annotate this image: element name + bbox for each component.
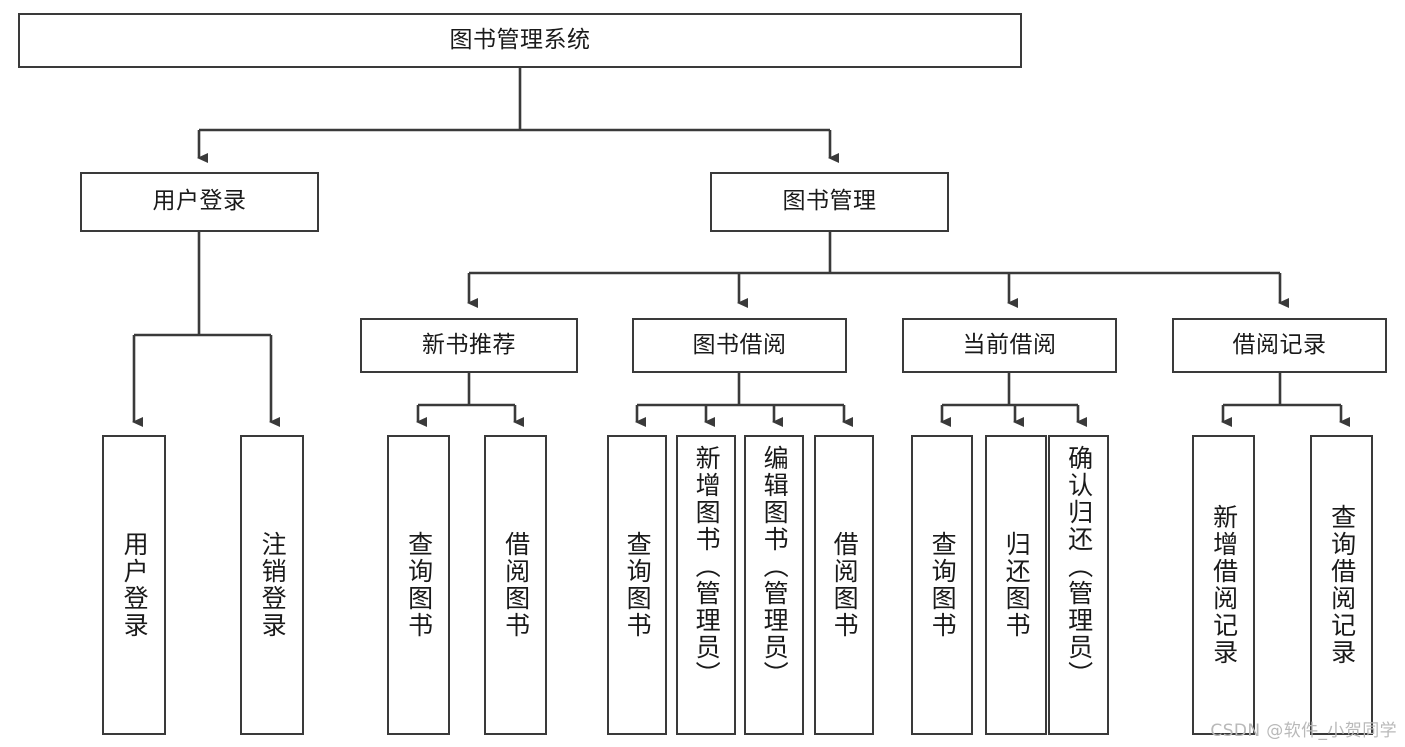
node-user-login-label: 用户登录 <box>152 188 247 215</box>
node-current-borrow-label: 当前借阅 <box>962 331 1057 358</box>
node-book-borrow-label: 图书借阅 <box>692 331 787 358</box>
node-root[interactable]: 图书管理系统 <box>18 13 1022 68</box>
node-leaf-edit-book-label: 编辑图书（管理员） <box>760 445 790 688</box>
node-borrow-record[interactable]: 借阅记录 <box>1172 318 1387 373</box>
node-book-management-label: 图书管理 <box>782 188 877 215</box>
node-leaf-user-logout-label: 注销登录 <box>258 531 288 639</box>
node-book-management[interactable]: 图书管理 <box>710 172 949 232</box>
node-leaf-borrow-book-2[interactable]: 借阅图书 <box>814 435 874 735</box>
node-leaf-add-book-label: 新增图书（管理员） <box>692 445 722 688</box>
node-book-borrow[interactable]: 图书借阅 <box>632 318 847 373</box>
node-leaf-add-book[interactable]: 新增图书（管理员） <box>676 435 736 735</box>
node-leaf-user-logout[interactable]: 注销登录 <box>240 435 304 735</box>
node-leaf-return-book-label: 归还图书 <box>1002 531 1032 639</box>
node-leaf-query-book-3[interactable]: 查询图书 <box>911 435 973 735</box>
node-user-login[interactable]: 用户登录 <box>80 172 319 232</box>
node-new-book-recommend-label: 新书推荐 <box>422 331 516 358</box>
node-leaf-query-book-3-label: 查询图书 <box>928 531 958 639</box>
node-leaf-query-book-2[interactable]: 查询图书 <box>607 435 667 735</box>
node-leaf-user-login[interactable]: 用户登录 <box>102 435 166 735</box>
node-leaf-query-book-1[interactable]: 查询图书 <box>387 435 450 735</box>
node-leaf-return-book[interactable]: 归还图书 <box>985 435 1047 735</box>
node-leaf-add-record[interactable]: 新增借阅记录 <box>1192 435 1255 735</box>
node-leaf-confirm-return-label: 确认归还（管理员） <box>1064 445 1094 688</box>
node-leaf-query-record[interactable]: 查询借阅记录 <box>1310 435 1373 735</box>
node-leaf-query-record-label: 查询借阅记录 <box>1327 504 1357 666</box>
node-leaf-confirm-return[interactable]: 确认归还（管理员） <box>1048 435 1109 735</box>
node-root-label: 图书管理系统 <box>449 26 591 53</box>
node-leaf-user-login-label: 用户登录 <box>120 531 150 639</box>
node-leaf-borrow-book-1-label: 借阅图书 <box>501 531 531 639</box>
node-leaf-borrow-book-2-label: 借阅图书 <box>830 531 860 639</box>
node-new-book-recommend[interactable]: 新书推荐 <box>360 318 578 373</box>
node-borrow-record-label: 借阅记录 <box>1232 331 1327 358</box>
node-leaf-query-book-1-label: 查询图书 <box>404 531 434 639</box>
node-leaf-borrow-book-1[interactable]: 借阅图书 <box>484 435 547 735</box>
node-current-borrow[interactable]: 当前借阅 <box>902 318 1117 373</box>
node-leaf-edit-book[interactable]: 编辑图书（管理员） <box>744 435 804 735</box>
node-leaf-query-book-2-label: 查询图书 <box>623 531 653 639</box>
node-leaf-add-record-label: 新增借阅记录 <box>1209 504 1239 666</box>
watermark: CSDN @软件_小贺同学 <box>1210 721 1397 741</box>
